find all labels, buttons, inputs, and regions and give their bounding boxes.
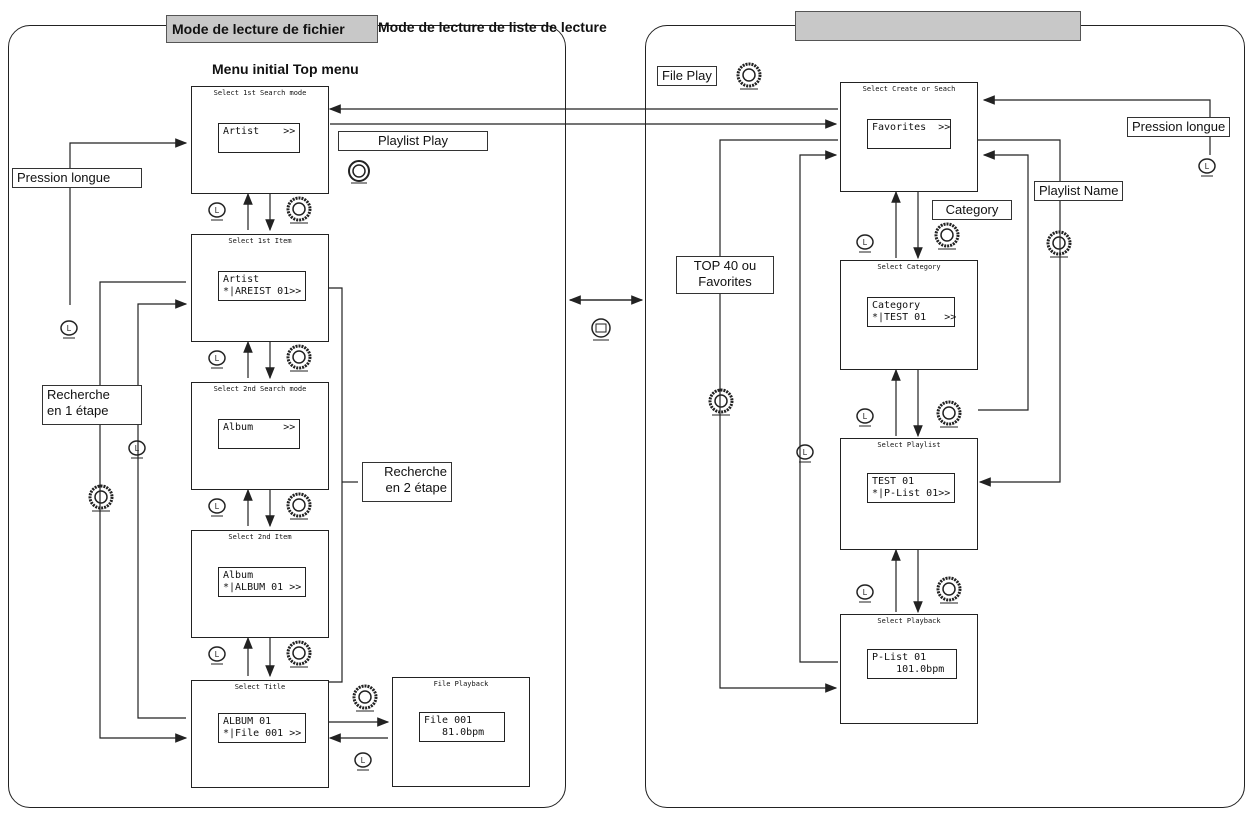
back-icon-title[interactable]: L [128,440,146,465]
screen-lcd: File 001 81.0bpm [419,712,505,742]
back-icon-2[interactable]: L [208,350,226,375]
screen-lcd: ALBUM 01 *|File 001 >> [218,713,306,743]
svg-text:L: L [135,444,140,453]
back-icon-r3[interactable]: L [856,584,874,609]
screen-select-playback: Select Playback P-List 01 101.0bpm [840,614,978,724]
svg-text:L: L [361,756,366,765]
svg-text:L: L [1205,162,1210,171]
search-1-step-label: Recherche en 1 étape [42,385,142,425]
back-icon-file-playback[interactable]: L [354,752,372,777]
svg-text:L: L [215,650,220,659]
screen-title: Select Create or Seach [862,85,956,93]
screen-lcd: P-List 01 101.0bpm [867,649,957,679]
menu-title: Menu initial Top menu [212,61,359,77]
screen-select-create-or-search: Select Create or Seach Favorites >> [840,82,978,192]
knob-icon-select-playlist[interactable] [936,576,962,611]
screen-select-playlist: Select Playlist TEST 01 *|P-List 01>> [840,438,978,550]
knob-icon-1step[interactable] [88,484,114,519]
screen-title: Select Playback [877,617,941,625]
file-mode-header: Mode de lecture de fichier [166,15,378,43]
back-icon-long-press-right[interactable]: L [1198,158,1216,183]
svg-text:L: L [803,448,808,457]
svg-text:L: L [215,206,220,215]
screen-lcd: Artist *|AREIST 01>> [218,271,306,301]
mode-switch-icon[interactable] [590,318,612,347]
screen-lcd: Category *|TEST 01 >> [867,297,956,327]
screen-title: Select Category [877,263,941,271]
back-icon-1[interactable]: L [208,202,226,227]
svg-text:L: L [215,354,220,363]
screen-title: Select 2nd Search mode [213,385,307,393]
knob-icon-file-play[interactable] [736,62,762,97]
screen-select-2nd-item: Select 2nd Item Album *|ALBUM 01 >> [191,530,329,638]
knob-icon-4[interactable] [286,640,312,675]
file-play-label: File Play [657,66,717,86]
screen-lcd: Artist >> [218,123,300,153]
screen-title: Select 1st Item [228,237,292,245]
category-label: Category [932,200,1012,220]
back-icon-4[interactable]: L [208,646,226,671]
screen-lcd: TEST 01 *|P-List 01>> [867,473,955,503]
screen-title: File Playback [433,680,489,688]
playlist-name-label: Playlist Name [1034,181,1124,201]
back-icon-r-playback[interactable]: L [796,444,814,469]
screen-lcd: Album >> [218,419,300,449]
svg-text:L: L [863,588,868,597]
screen-title: Select 2nd Item [228,533,292,541]
screen-select-1st-item: Select 1st Item Artist *|AREIST 01>> [191,234,329,342]
screen-lcd: Album *|ALBUM 01 >> [218,567,306,597]
svg-text:L: L [215,502,220,511]
top40-label: TOP 40 ou Favorites [676,256,774,294]
playlist-play-label: Playlist Play [338,131,488,151]
back-icon-3[interactable]: L [208,498,226,523]
search-2-step-label: Recherche en 2 étape [362,462,452,502]
knob-icon-file-playback[interactable] [352,684,378,719]
svg-text:L: L [863,238,868,247]
long-press-label-left: Pression longue [12,168,142,188]
screen-select-category: Select Category Category *|TEST 01 >> [840,260,978,370]
right-header [795,11,1081,41]
knob-icon-1[interactable] [286,196,312,231]
screen-title: Select Playlist [877,441,941,449]
knob-icon-select-category[interactable] [936,400,962,435]
knob-icon-category[interactable] [934,222,960,257]
long-press-label-right: Pression longue [1127,117,1231,137]
back-icon-r2[interactable]: L [856,408,874,433]
back-icon-long-press-left[interactable]: L [60,320,78,345]
svg-text:L: L [67,324,72,333]
back-icon-r1[interactable]: L [856,234,874,259]
knob-icon-2[interactable] [286,344,312,379]
screen-title: Select Title [234,683,286,691]
screen-select-2nd-search-mode: Select 2nd Search mode Album >> [191,382,329,490]
playlist-mode-header: Mode de lecture de liste de lecture [378,19,607,35]
knob-icon-top40[interactable] [708,388,734,423]
screen-title: Select 1st Search mode [213,89,307,97]
screen-lcd: Favorites >> [867,119,951,149]
svg-text:L: L [863,412,868,421]
screen-select-1st-search-mode: Select 1st Search mode Artist >> [191,86,329,194]
screen-file-playback: File Playback File 001 81.0bpm [392,677,530,787]
knob-icon-playlist-name[interactable] [1046,230,1072,265]
screen-select-title: Select Title ALBUM 01 *|File 001 >> [191,680,329,788]
knob-icon-3[interactable] [286,492,312,527]
knob-icon-playlist-play[interactable] [348,160,370,191]
